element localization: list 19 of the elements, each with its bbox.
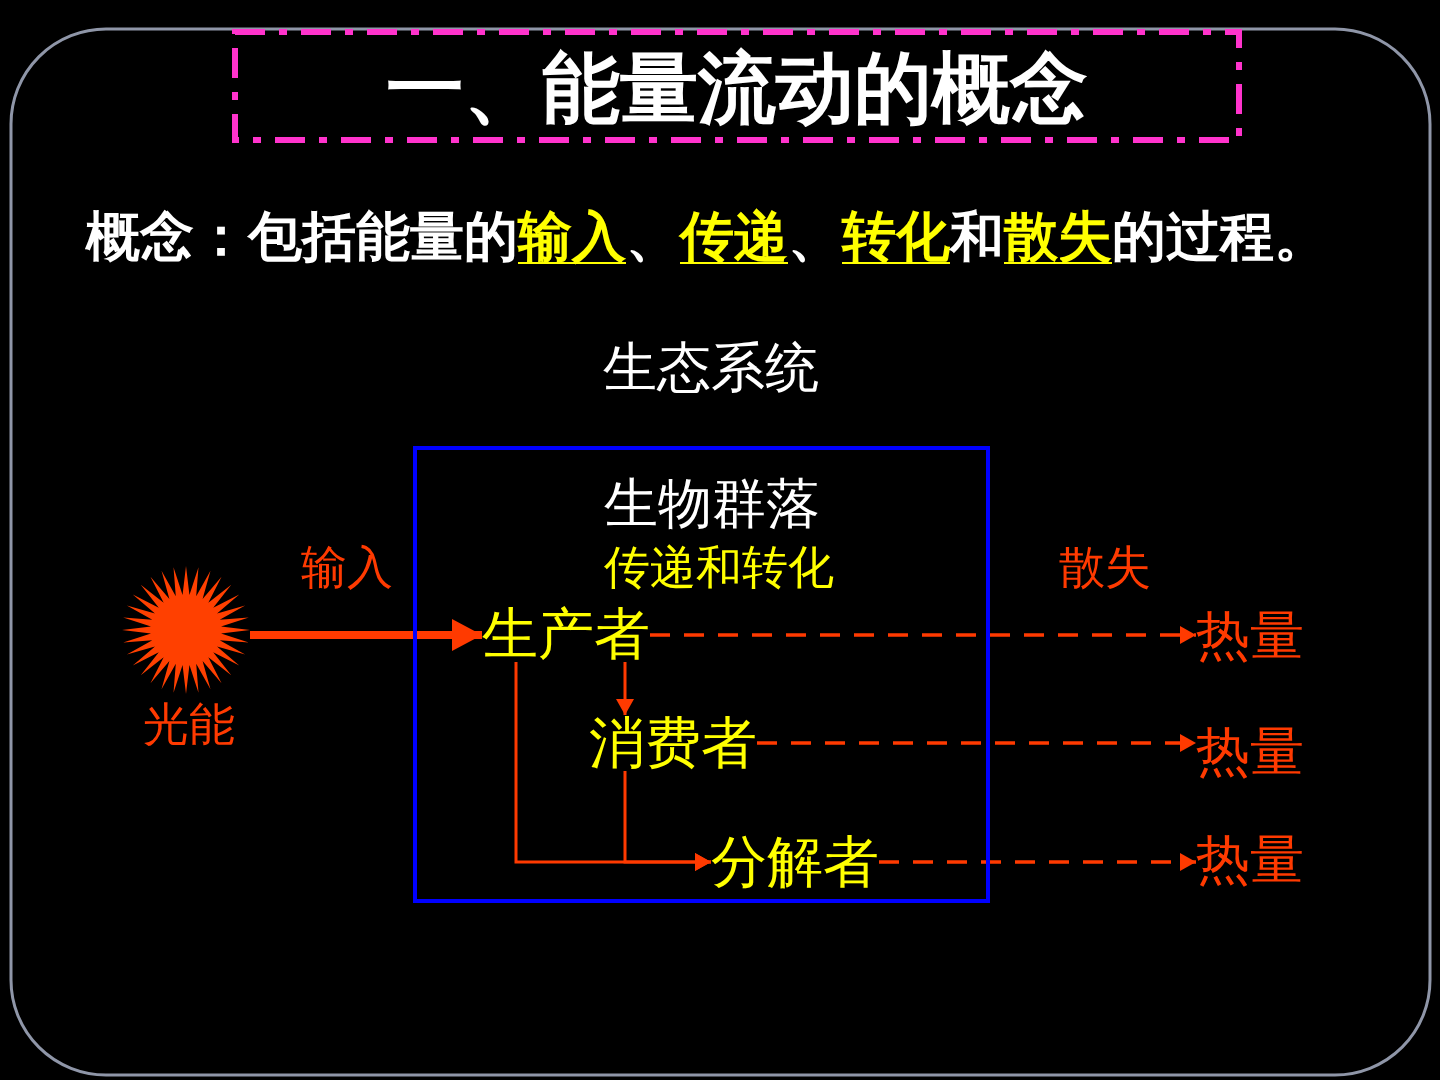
dashed-arrow [757, 734, 1196, 752]
trophic-level-label: 生产者 [482, 606, 650, 662]
slide-title: 一、能量流动的概念 [386, 49, 1088, 127]
edge-label: 输入 [299, 544, 395, 590]
concept-sentence: 概念：包括能量的输入、传递、转化和散失的过程。 [86, 210, 1328, 264]
heat-label: 热量 [1196, 833, 1304, 887]
box-heading: 生物群落 [604, 477, 820, 531]
diagram-heading: 生态系统 [603, 341, 819, 395]
community-box [413, 446, 990, 903]
heat-label: 热量 [1196, 725, 1304, 779]
box-subheading: 传递和转化 [604, 544, 834, 590]
trophic-level-label: 分解者 [711, 834, 879, 890]
dashed-arrow [879, 853, 1196, 871]
arrow [623, 771, 711, 871]
heat-label: 热量 [1196, 609, 1304, 663]
dashed-arrow [650, 626, 1196, 644]
node-caption: 光能 [143, 701, 235, 747]
trophic-level-label: 消费者 [589, 715, 757, 771]
arrow [616, 662, 634, 715]
